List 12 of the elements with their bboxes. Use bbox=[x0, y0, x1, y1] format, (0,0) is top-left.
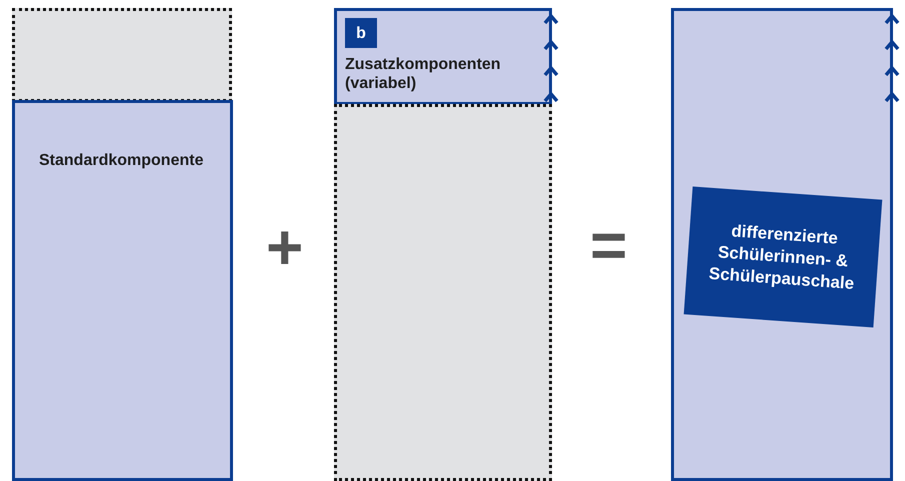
component-box bbox=[12, 100, 233, 481]
letter-badge bbox=[345, 18, 377, 48]
box-label: differenzierte Schülerinnen- & Schülerpauschale bbox=[707, 220, 856, 295]
badge-letter: b bbox=[355, 24, 367, 42]
operator-sign: = bbox=[590, 213, 628, 277]
operator-sign: + bbox=[266, 215, 304, 279]
box-label: Standardkomponente bbox=[39, 151, 204, 170]
dotted-box bbox=[334, 104, 552, 481]
component-box bbox=[334, 8, 552, 105]
result-box bbox=[671, 8, 893, 481]
dotted-box bbox=[12, 8, 232, 102]
box-label: Zusatzkomponenten (variabel) bbox=[345, 55, 502, 93]
